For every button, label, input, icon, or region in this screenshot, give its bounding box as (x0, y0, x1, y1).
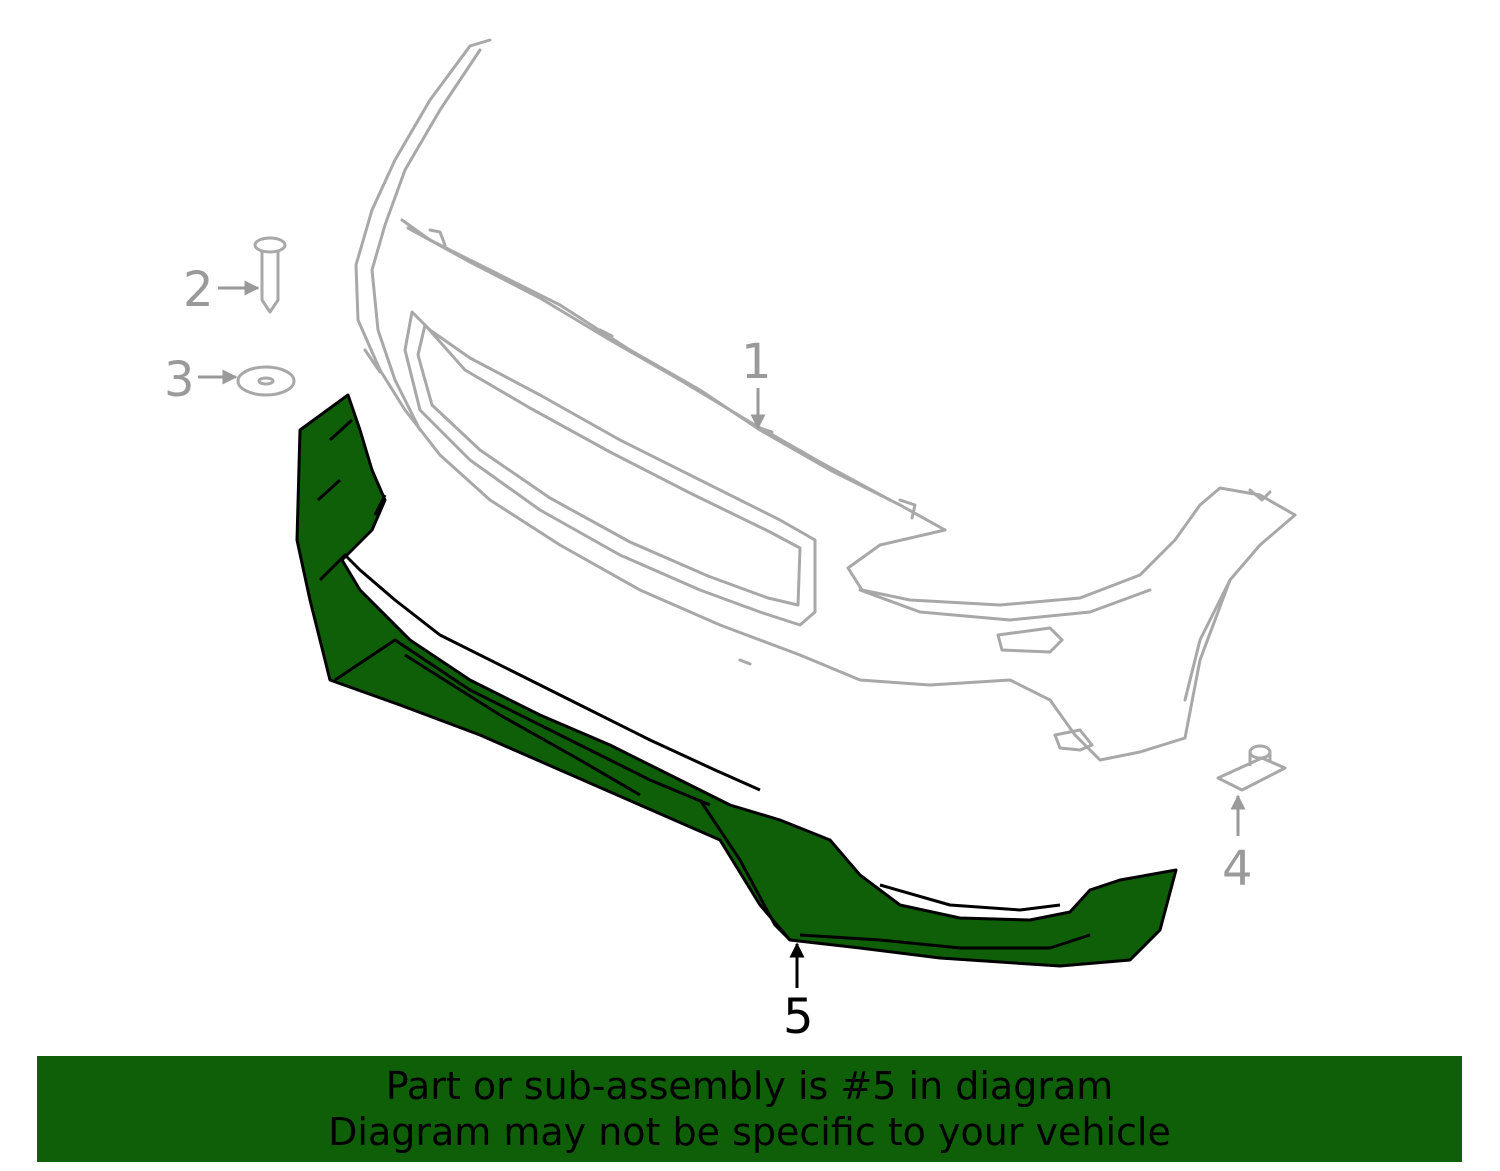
banner-line-2: Diagram may not be specific to your vehi… (328, 1110, 1171, 1154)
lower-bumper-cover-highlighted (295, 393, 1178, 968)
washer (236, 365, 296, 397)
callout-2: 2 (183, 262, 214, 318)
bumper-cover-outline (354, 38, 1297, 762)
callout-1: 1 (741, 334, 772, 390)
push-pin-fastener (253, 236, 287, 314)
banner-line-1: Part or sub-assembly is #5 in diagram (385, 1064, 1114, 1108)
callout-5: 5 (783, 989, 814, 1045)
info-banner: Part or sub-assembly is #5 in diagram Di… (37, 1056, 1462, 1162)
parts-diagram (198, 38, 1297, 988)
callout-4: 4 (1222, 841, 1253, 897)
callout-leaders (198, 280, 1246, 988)
callout-3: 3 (164, 352, 195, 408)
clip-nut (1216, 744, 1287, 792)
